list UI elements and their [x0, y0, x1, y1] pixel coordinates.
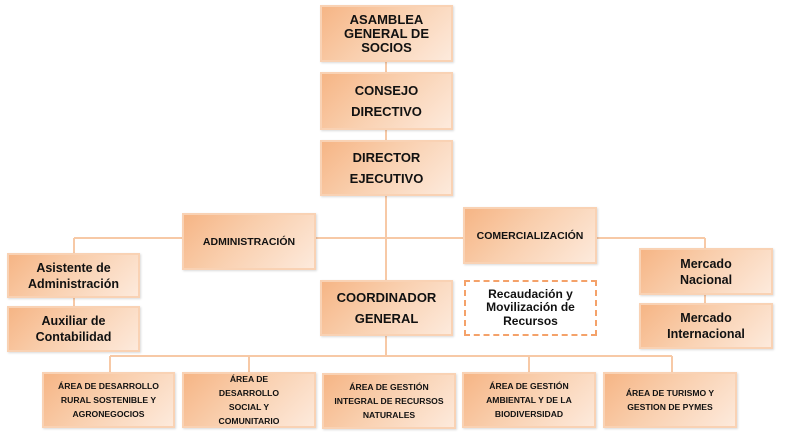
node-label: DIRECTOR EJECUTIVO: [349, 150, 424, 186]
node-mercado-internacional: Mercado Internacional: [639, 303, 773, 349]
node-area-ambiental: ÁREA DE GESTIÓN AMBIENTAL Y DE LA BIODIV…: [462, 372, 596, 428]
node-label: Auxiliar de Contabilidad: [35, 314, 112, 344]
node-area-social: ÁREA DE DESARROLLO SOCIAL Y COMUNITARIO: [182, 372, 316, 428]
node-label: COORDINADOR GENERAL: [336, 290, 437, 326]
node-label: ÁREA DE GESTIÓN INTEGRAL DE RECURSOS NAT…: [334, 382, 444, 420]
node-label: Mercado Nacional: [679, 256, 733, 287]
node-label: CONSEJO DIRECTIVO: [351, 83, 422, 119]
node-comercializacion: COMERCIALIZACIÓN: [463, 207, 597, 264]
node-asamblea: ASAMBLEA GENERAL DE SOCIOS: [320, 5, 453, 62]
node-label: Asistente de Administración: [28, 260, 119, 291]
node-label: ÁREA DE DESARROLLO RURAL SOSTENIBLE Y AG…: [58, 381, 159, 419]
node-consejo: CONSEJO DIRECTIVO: [320, 72, 453, 130]
node-label: Mercado Internacional: [667, 311, 745, 341]
node-label: ÁREA DE DESARROLLO SOCIAL Y COMUNITARIO: [218, 374, 280, 426]
node-administracion: ADMINISTRACIÓN: [182, 213, 316, 270]
node-label: ADMINISTRACIÓN: [202, 235, 296, 248]
node-area-rural: ÁREA DE DESARROLLO RURAL SOSTENIBLE Y AG…: [42, 372, 175, 428]
node-recaudacion: Recaudación y Movilización de Recursos: [464, 280, 597, 336]
node-label: ASAMBLEA GENERAL DE SOCIOS: [344, 11, 429, 55]
node-label: COMERCIALIZACIÓN: [476, 229, 584, 242]
node-director: DIRECTOR EJECUTIVO: [320, 140, 453, 196]
node-area-turismo: ÁREA DE TURISMO Y GESTION DE PYMES: [603, 372, 737, 428]
node-auxiliar: Auxiliar de Contabilidad: [7, 306, 140, 352]
node-label: Recaudación y Movilización de Recursos: [486, 286, 575, 328]
node-label: ÁREA DE GESTIÓN AMBIENTAL Y DE LA BIODIV…: [486, 381, 572, 419]
node-asistente: Asistente de Administración: [7, 253, 140, 298]
node-area-recursos: ÁREA DE GESTIÓN INTEGRAL DE RECURSOS NAT…: [322, 373, 456, 429]
node-coordinador: COORDINADOR GENERAL: [320, 280, 453, 336]
node-mercado-nacional: Mercado Nacional: [639, 248, 773, 295]
node-label: ÁREA DE TURISMO Y GESTION DE PYMES: [625, 388, 715, 412]
